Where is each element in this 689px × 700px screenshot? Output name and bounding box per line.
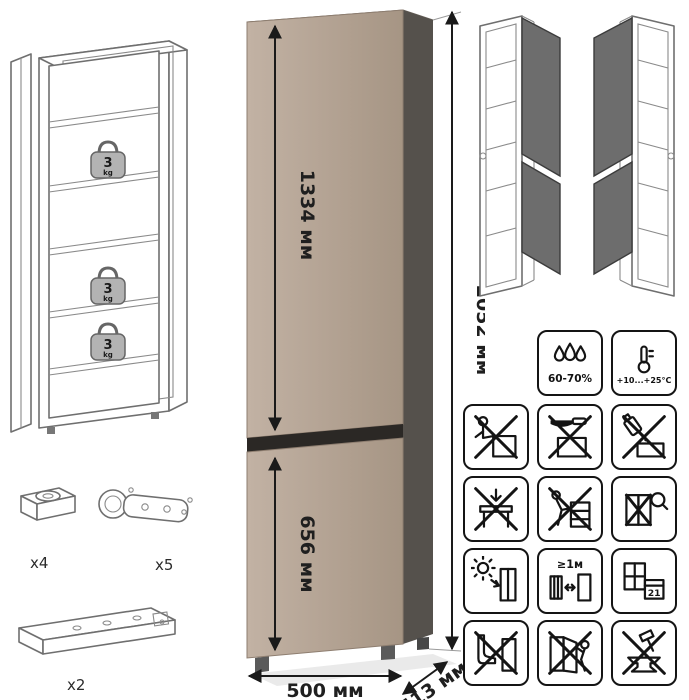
width-label: 500 мм [286,680,363,700]
no-mechanical-impact-icon [611,620,677,686]
no-standing-icon [463,476,529,542]
rail-drawing [18,607,176,655]
hinge-drawing [98,487,193,523]
dim-total-height: 2052 мм [445,10,485,651]
acclimatization-calendar-icon: 21 [611,548,677,614]
weight-unit: kg [103,169,113,177]
water-drops-icon [553,342,587,362]
wireframe-cabinet-drawing: 3 kg 3 kg 3 kg [10,40,188,434]
dim-lower-door: 656 мм [268,456,318,652]
temperature-icon: +10...+25°C [611,330,677,396]
shelf-weight-3kg: 3 kg [90,322,126,361]
thermometer-icon [637,344,654,373]
no-dragging-icon [537,476,603,542]
upper-door [246,9,404,439]
keep-distance-from-heat-icon: ≥1м [537,548,603,614]
dim-upper-door: 1334 мм [268,24,318,432]
shelves [48,106,160,376]
total-height-label: 2052 мм [472,285,485,376]
heat-distance-label: ≥1м [557,558,583,571]
no-aggressive-liquids-icon [611,404,677,470]
weight-value: 3 [103,156,112,171]
humidity-icon: 60-70% [537,330,603,396]
cabinet-foot [381,645,395,660]
foot-count-label: x4 [30,554,48,572]
lower-door-height-label: 656 мм [296,515,318,592]
dim-width: 500 мм [247,669,403,700]
protect-from-sunlight-icon [463,548,529,614]
cabinet-side [403,10,433,644]
cabinet-3d-render: 1334 мм 656 мм 2052 мм 500 мм 413 мм [246,9,485,700]
check-doors-icon [611,476,677,542]
shelf-weight-3kg: 3 kg [90,266,126,305]
weight-unit: kg [103,351,113,359]
cabinet-foot [417,637,429,650]
no-sitting-icon [463,404,529,470]
temperature-range-label: +10...+25°C [616,375,672,385]
no-hanging-on-doors-icon [537,620,603,686]
weight-value: 3 [103,338,112,353]
hardware-parts-drawing: x4 x5 x2 [18,487,193,694]
weight-value: 3 [103,282,112,297]
no-foot-impact-icon [463,620,529,686]
no-cutting-icon [537,404,603,470]
shelf-weight-3kg: 3 kg [90,140,126,179]
open-cabinet-left-variant [479,15,561,297]
weight-unit: kg [103,295,113,303]
hinge-count-label: x5 [155,556,173,574]
calendar-day-label: 21 [648,588,661,599]
open-cabinet-right-variant [593,15,675,297]
humidity-range-label: 60-70% [547,373,593,386]
lower-door [246,437,404,659]
support-foot-drawing [20,487,76,521]
open-door-variants-drawing [479,15,675,297]
door-gap [247,424,403,452]
upper-door-height-label: 1334 мм [296,170,318,261]
cabinet-foot [255,656,269,673]
rail-count-label: x2 [67,676,85,694]
